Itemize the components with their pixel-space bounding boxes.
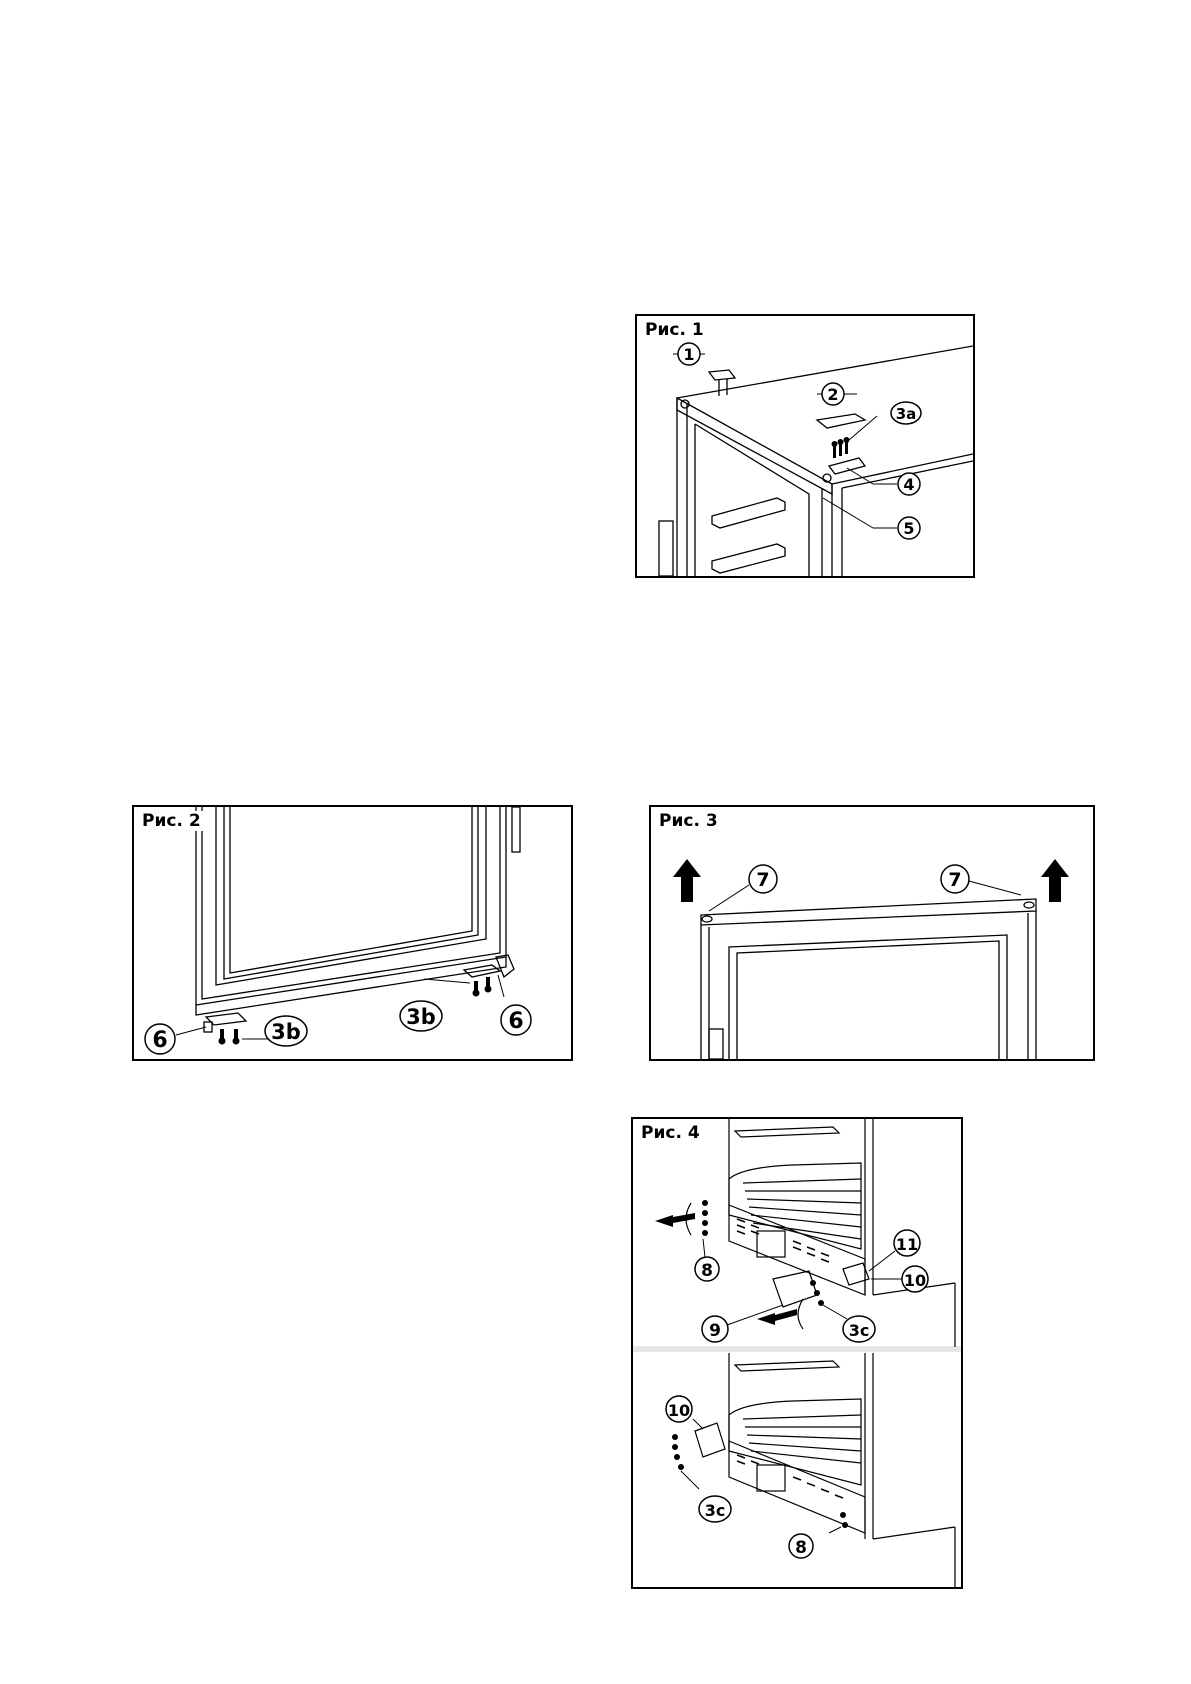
callout-3b-right: 3b: [399, 1000, 443, 1032]
figure-title: Рис. 3: [657, 811, 720, 831]
callout-3a: 3a: [890, 401, 922, 425]
figure-3: Рис. 3 7 7: [649, 805, 1095, 1061]
svg-text:11: 11: [896, 1235, 918, 1254]
callout-2: 2: [821, 382, 845, 406]
svg-text:3a: 3a: [896, 405, 917, 423]
callout-10-bottom: 10: [665, 1395, 693, 1423]
svg-text:6: 6: [508, 1009, 523, 1034]
figure-1-callouts: 1 2 3a 4 5: [677, 342, 922, 540]
callout-8-top: 8: [694, 1256, 720, 1282]
callout-7-right: 7: [940, 864, 970, 894]
figure-2-callouts: 6 3b 3b 6: [144, 1000, 532, 1055]
svg-text:2: 2: [827, 385, 838, 404]
callout-11: 11: [893, 1229, 921, 1257]
svg-text:7: 7: [756, 869, 769, 891]
svg-text:5: 5: [903, 519, 914, 538]
figure-title: Рис. 2: [140, 811, 203, 831]
svg-text:10: 10: [904, 1271, 926, 1290]
svg-text:3c: 3c: [849, 1321, 870, 1340]
callout-8-bottom: 8: [788, 1533, 814, 1559]
figure-4-callouts: 8 11 10 9 3c 10 3c 8: [665, 1229, 929, 1559]
callout-6-right: 6: [500, 1004, 532, 1036]
svg-text:4: 4: [903, 475, 914, 494]
callout-3c-top: 3c: [842, 1315, 876, 1343]
rotate-icon: [685, 1202, 804, 1330]
callout-7-left: 7: [748, 864, 778, 894]
figure-4: Рис. 4 8 11 10 9 3c 10 3c: [631, 1117, 963, 1589]
svg-text:7: 7: [948, 869, 961, 891]
up-arrow-icon: [673, 859, 1069, 902]
svg-text:6: 6: [152, 1028, 167, 1053]
figure-3-callouts: 7 7: [748, 864, 970, 894]
callout-5: 5: [897, 516, 921, 540]
panel-divider: [633, 1346, 961, 1352]
figure-3-drawing: [673, 859, 1069, 1059]
svg-text:3b: 3b: [406, 1005, 436, 1029]
svg-text:9: 9: [709, 1321, 721, 1341]
callout-6-left: 6: [144, 1023, 176, 1055]
svg-text:3c: 3c: [705, 1501, 726, 1520]
figure-title: Рис. 4: [639, 1123, 702, 1143]
callout-9: 9: [701, 1315, 729, 1343]
figure-4-drawing: [633, 1119, 961, 1587]
callout-3b-left: 3b: [264, 1015, 308, 1047]
svg-text:1: 1: [683, 345, 694, 364]
figure-title: Рис. 1: [643, 320, 706, 340]
svg-text:8: 8: [795, 1538, 807, 1558]
callout-3c-bottom: 3c: [698, 1495, 732, 1523]
figure-2-drawing: [175, 807, 521, 1045]
svg-text:10: 10: [668, 1401, 690, 1420]
figure-1: Рис. 1 1 2 3a 4 5: [635, 314, 975, 578]
figure-2: Рис. 2 6 3b 3b 6: [132, 805, 573, 1061]
callout-4: 4: [897, 472, 921, 496]
svg-text:8: 8: [701, 1261, 713, 1281]
left-arrow-icon: [655, 1213, 797, 1325]
svg-text:3b: 3b: [271, 1020, 301, 1044]
callout-1: 1: [677, 342, 701, 366]
callout-10-top: 10: [901, 1265, 929, 1293]
